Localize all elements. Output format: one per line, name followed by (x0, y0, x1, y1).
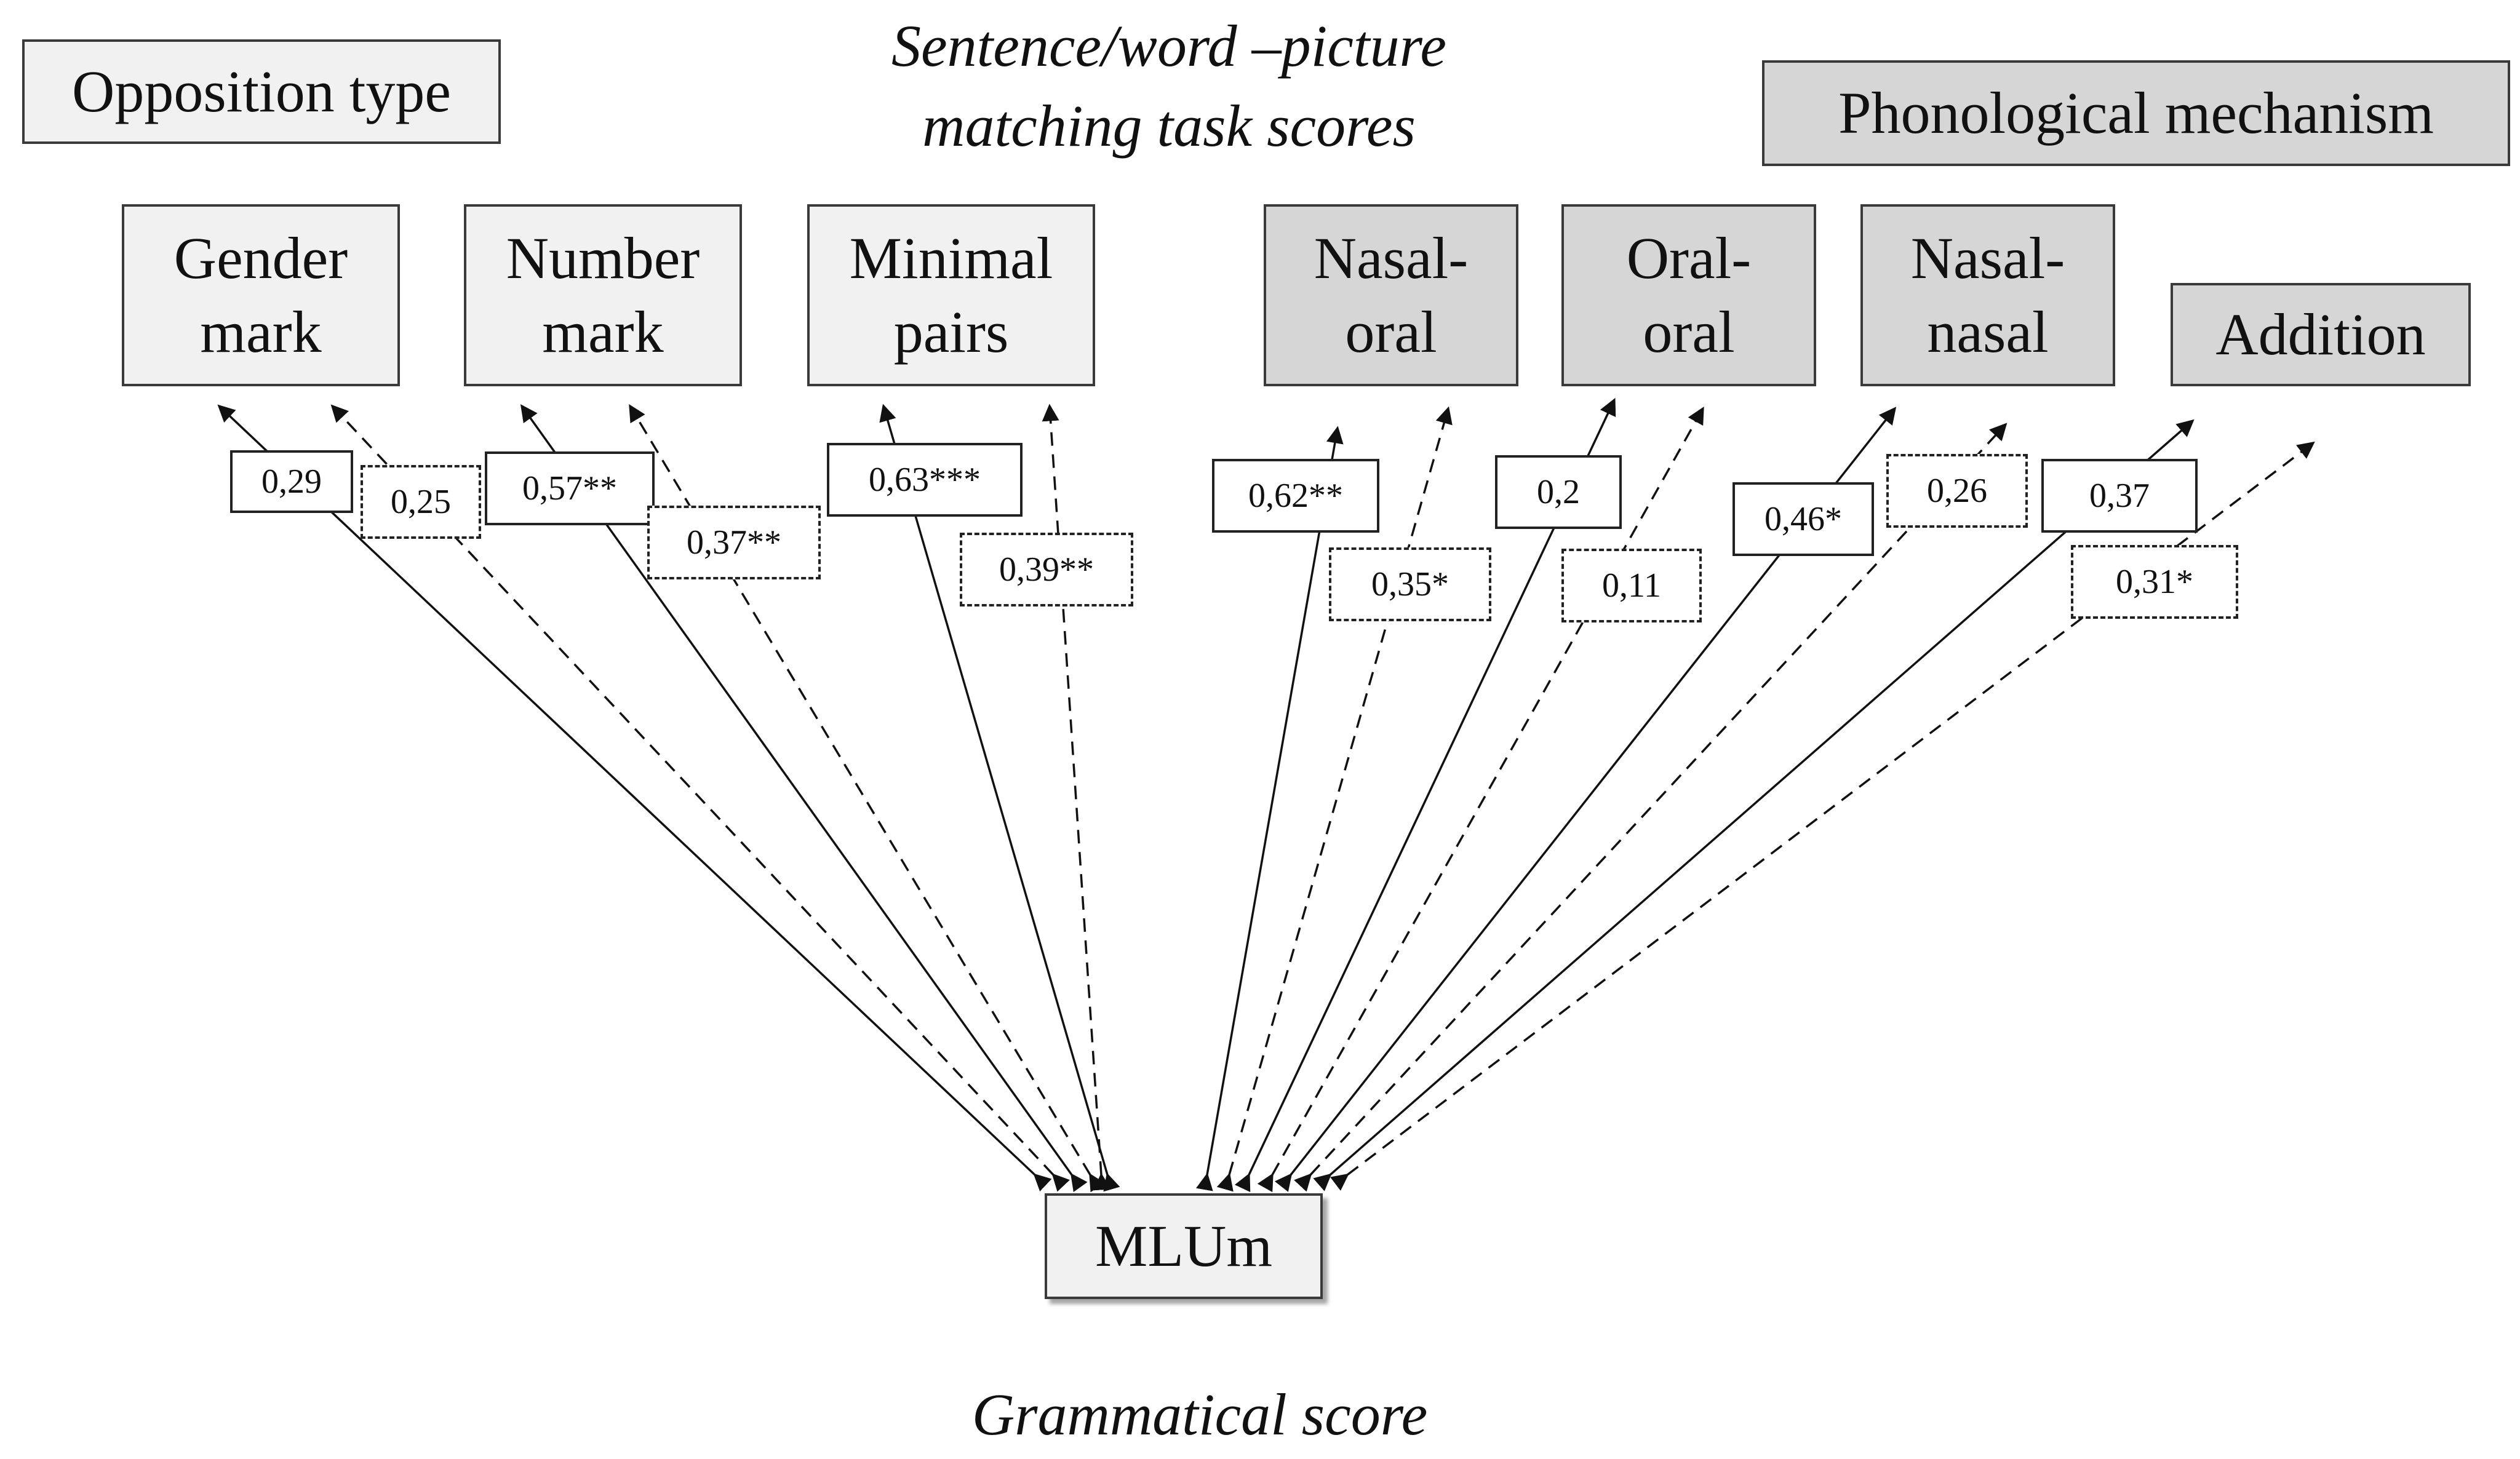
coef-nasal-oral-dashed: 0,35* (1329, 547, 1491, 621)
coef-oral-oral-dashed: 0,11 (1561, 549, 1702, 622)
node-number-mark: Number mark (464, 204, 742, 386)
node-nasal-oral-line-2: oral (1345, 299, 1437, 365)
node-nasal-nasal-line-2: nasal (1927, 299, 2049, 365)
coef-number-mark-solid: 0,57** (485, 451, 655, 525)
arrow-nasal-oral-solid (1195, 426, 1344, 1191)
arrow-number-mark-dashed (629, 404, 1106, 1193)
top-caption-line-2: matching task scores (922, 92, 1416, 159)
coef-minimal-pairs-dashed: 0,39** (960, 533, 1133, 606)
top-caption-line-1: Sentence/word –picture (891, 13, 1446, 79)
coef-oral-oral-solid: 0,2 (1495, 455, 1622, 529)
node-nasal-nasal-line-1: Nasal- (1910, 225, 2065, 291)
coef-number-mark-dashed: 0,37** (647, 506, 821, 579)
node-addition: Addition (2171, 283, 2471, 386)
coef-nasal-nasal-solid: 0,46* (1732, 482, 1874, 556)
node-nasal-oral-line-1: Nasal- (1314, 225, 1469, 291)
arrow-minimal-pairs-solid (879, 404, 1120, 1192)
top-caption: Sentence/word –picture matching task sco… (769, 6, 1569, 165)
coef-nasal-oral-solid: 0,62** (1212, 459, 1379, 533)
bottom-caption: Grammatical score (971, 1381, 1428, 1447)
node-gender-mark-line-1: Gender (173, 225, 348, 291)
arrow-minimal-pairs-dashed (1042, 404, 1111, 1191)
node-minimal-pairs-line-2: pairs (893, 299, 1009, 365)
node-oral-oral-line-2: oral (1643, 299, 1735, 365)
node-number-mark-line-2: mark (542, 299, 664, 365)
coef-addition-solid: 0,37 (2041, 459, 2198, 533)
node-oral-oral: Oral- oral (1561, 204, 1816, 386)
coef-gender-mark-dashed: 0,25 (361, 465, 481, 539)
node-oral-oral-line-1: Oral- (1626, 225, 1752, 291)
phonological-mechanism-label: Phonological mechanism (1762, 60, 2510, 166)
node-nasal-oral: Nasal- oral (1264, 204, 1518, 386)
node-nasal-nasal: Nasal- nasal (1860, 204, 2115, 386)
arrow-nasal-nasal-dashed (1294, 423, 2008, 1192)
opposition-type-label: Opposition type (22, 39, 501, 144)
node-minimal-pairs: Minimal pairs (807, 204, 1095, 386)
coef-gender-mark-solid: 0,29 (230, 450, 353, 513)
node-gender-mark: Gender mark (122, 204, 400, 386)
coef-addition-dashed: 0,31* (2071, 545, 2238, 619)
node-number-mark-line-1: Number (506, 225, 700, 291)
node-gender-mark-line-2: mark (200, 299, 322, 365)
coef-nasal-nasal-dashed: 0,26 (1886, 454, 2028, 528)
coef-minimal-pairs-solid: 0,63*** (827, 443, 1023, 517)
node-minimal-pairs-line-1: Minimal (849, 225, 1053, 291)
node-mlum: MLUm (1045, 1193, 1323, 1299)
